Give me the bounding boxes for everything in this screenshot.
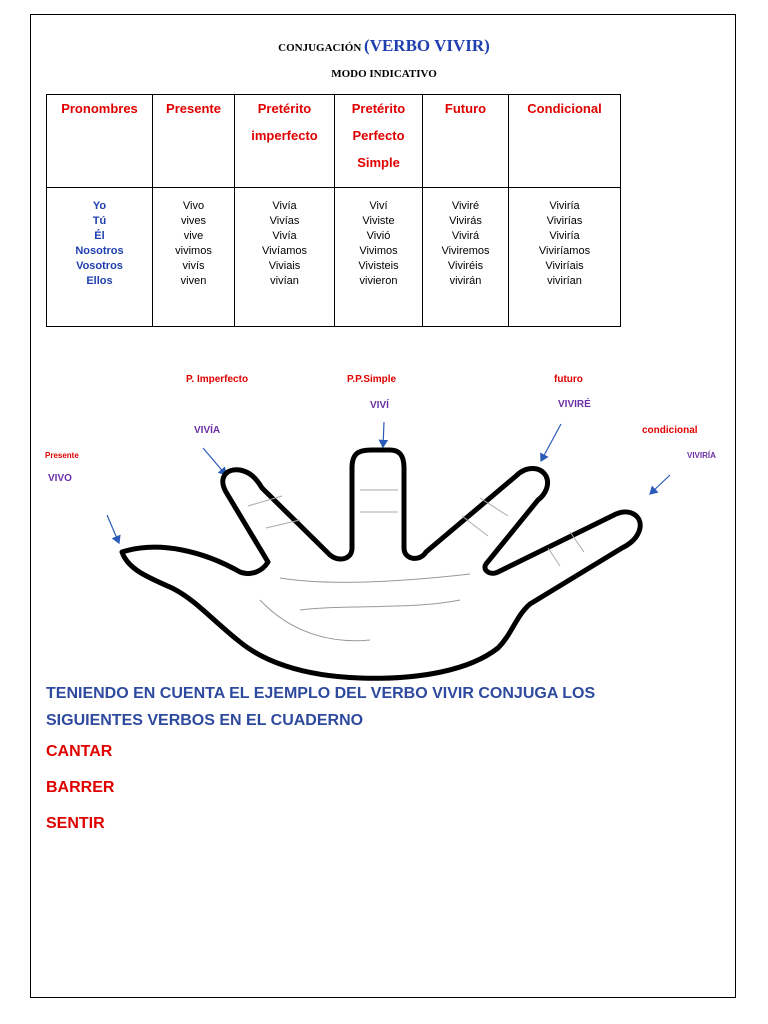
hand-outline bbox=[119, 447, 643, 681]
table-body-row: Yo Tú Él Nosotros Vosotros Ellos Vivo vi… bbox=[46, 187, 621, 327]
task-verb: BARRER bbox=[46, 779, 115, 796]
verb-form: vivís bbox=[182, 260, 205, 272]
label-futuro: futuro bbox=[554, 374, 583, 385]
conjugation-cell: Viviría Vivirías Viviría Viviríamos Vivi… bbox=[508, 187, 621, 327]
verb-form: Vivimos bbox=[359, 245, 398, 257]
label-vivi: VIVÍ bbox=[370, 400, 389, 411]
verb-form: Vivisteis bbox=[358, 260, 399, 272]
verb-form: vive bbox=[183, 230, 204, 242]
pronoun: Yo bbox=[92, 200, 107, 212]
task-verb: CANTAR bbox=[46, 743, 113, 760]
label-viviria: VIVIRÍA bbox=[687, 451, 716, 460]
palm-line bbox=[299, 599, 461, 611]
verb-form: viven bbox=[180, 275, 207, 287]
instruction-line: TENIENDO EN CUENTA EL EJEMPLO DEL VERBO … bbox=[46, 685, 596, 702]
verb-form: vivirían bbox=[547, 275, 582, 287]
header-line: Condicional bbox=[527, 101, 602, 116]
verb-form: Viviría bbox=[549, 200, 580, 212]
header-cell: Pretérito imperfecto bbox=[234, 94, 335, 188]
header-line: imperfecto bbox=[251, 128, 318, 143]
instruction-line: SIGUIENTES VERBOS EN EL CUADERNO bbox=[46, 712, 364, 729]
title-verb: (VERBO VIVIR) bbox=[364, 36, 490, 55]
palm-line bbox=[259, 599, 371, 642]
header-line: Simple bbox=[357, 155, 400, 170]
verb-form: Viviremos bbox=[441, 245, 490, 257]
header-cell: Presente bbox=[152, 94, 235, 188]
conjugation-table: Pronombres Presente Pretérito imperfecto… bbox=[46, 94, 621, 327]
header-line: Perfecto bbox=[352, 128, 405, 143]
instructions: TENIENDO EN CUENTA EL EJEMPLO DEL VERBO … bbox=[46, 680, 706, 734]
verb-form: Viviste bbox=[362, 215, 395, 227]
verb-form: Vivía bbox=[272, 230, 297, 242]
label-vivo: VIVO bbox=[48, 473, 72, 484]
label-vivire: VIVIRÉ bbox=[558, 399, 591, 410]
verb-form: Vivíamos bbox=[261, 245, 308, 257]
header-line: Futuro bbox=[444, 101, 487, 116]
arrow-presente bbox=[106, 514, 121, 545]
page-border bbox=[30, 14, 736, 998]
title-prefix: CONJUGACIÓN bbox=[278, 42, 362, 54]
verb-form: Viví bbox=[369, 200, 388, 212]
palm-line bbox=[279, 573, 471, 583]
conjugation-cell: Viví Viviste Vivió Vivimos Vivisteis viv… bbox=[334, 187, 423, 327]
header-cell: Pronombres bbox=[46, 94, 153, 188]
verb-form: vives bbox=[180, 215, 207, 227]
header-line: Pretérito bbox=[351, 101, 406, 116]
label-presente: Presente bbox=[45, 451, 79, 460]
pronoun: Tú bbox=[92, 215, 107, 227]
arrow-pp-simple bbox=[378, 421, 389, 449]
verb-form: Vivirás bbox=[449, 215, 482, 227]
page-title: CONJUGACIÓN (VERBO VIVIR) bbox=[0, 36, 768, 56]
verb-form: Vivirá bbox=[451, 230, 480, 242]
pronoun: Él bbox=[94, 230, 105, 242]
arrow-futuro bbox=[540, 423, 562, 463]
pronoun: Nosotros bbox=[75, 245, 124, 257]
finger-crease bbox=[547, 531, 585, 567]
verb-form: Vivo bbox=[182, 200, 205, 212]
verb-form: Viviría bbox=[549, 230, 580, 242]
verb-form: Vivió bbox=[366, 230, 391, 242]
label-condicional: condicional bbox=[642, 425, 698, 436]
header-cell: Pretérito Perfecto Simple bbox=[334, 94, 423, 188]
header-cell: Futuro bbox=[422, 94, 509, 188]
verb-form: Vivía bbox=[272, 200, 297, 212]
verb-form: vivirán bbox=[449, 275, 482, 287]
conjugation-cell: Vivo vives vive vivimos vivís viven bbox=[152, 187, 235, 327]
finger-crease bbox=[247, 495, 301, 529]
page-subtitle: MODO INDICATIVO bbox=[331, 68, 437, 80]
header-line: Pretérito bbox=[257, 101, 312, 116]
verb-form: vivieron bbox=[359, 275, 398, 287]
task-verb: SENTIR bbox=[46, 815, 105, 832]
verb-form: vivían bbox=[270, 275, 299, 287]
arrow-condicional bbox=[649, 474, 671, 495]
verb-form: Viviríamos bbox=[538, 245, 591, 257]
label-vivia: VIVÍA bbox=[194, 425, 221, 436]
arrow-imperfecto bbox=[202, 447, 227, 476]
header-cell: Condicional bbox=[508, 94, 621, 188]
verb-form: Viviréis bbox=[447, 260, 484, 272]
header-line: Pronombres bbox=[61, 101, 138, 116]
verb-form: Viviríais bbox=[545, 260, 584, 272]
label-pp-simple: P.P.Simple bbox=[347, 374, 397, 385]
verb-form: Vivías bbox=[269, 215, 300, 227]
conjugation-cell: Vivía Vivías Vivía Vivíamos Viviais viví… bbox=[234, 187, 335, 327]
verb-form: Viviré bbox=[451, 200, 480, 212]
verb-form: Viviais bbox=[268, 260, 301, 272]
header-line: Presente bbox=[166, 101, 221, 116]
finger-crease bbox=[461, 497, 509, 537]
label-imperfecto: P. Imperfecto bbox=[186, 374, 249, 385]
verb-form: Vivirías bbox=[546, 215, 583, 227]
pronoun-cell: Yo Tú Él Nosotros Vosotros Ellos bbox=[46, 187, 153, 327]
pronoun: Vosotros bbox=[76, 260, 123, 272]
pronoun: Ellos bbox=[86, 275, 113, 287]
conjugation-cell: Viviré Vivirás Vivirá Viviremos Viviréis… bbox=[422, 187, 509, 327]
verb-form: vivimos bbox=[175, 245, 212, 257]
finger-crease bbox=[360, 489, 398, 513]
table-header-row: Pronombres Presente Pretérito imperfecto… bbox=[46, 94, 621, 188]
